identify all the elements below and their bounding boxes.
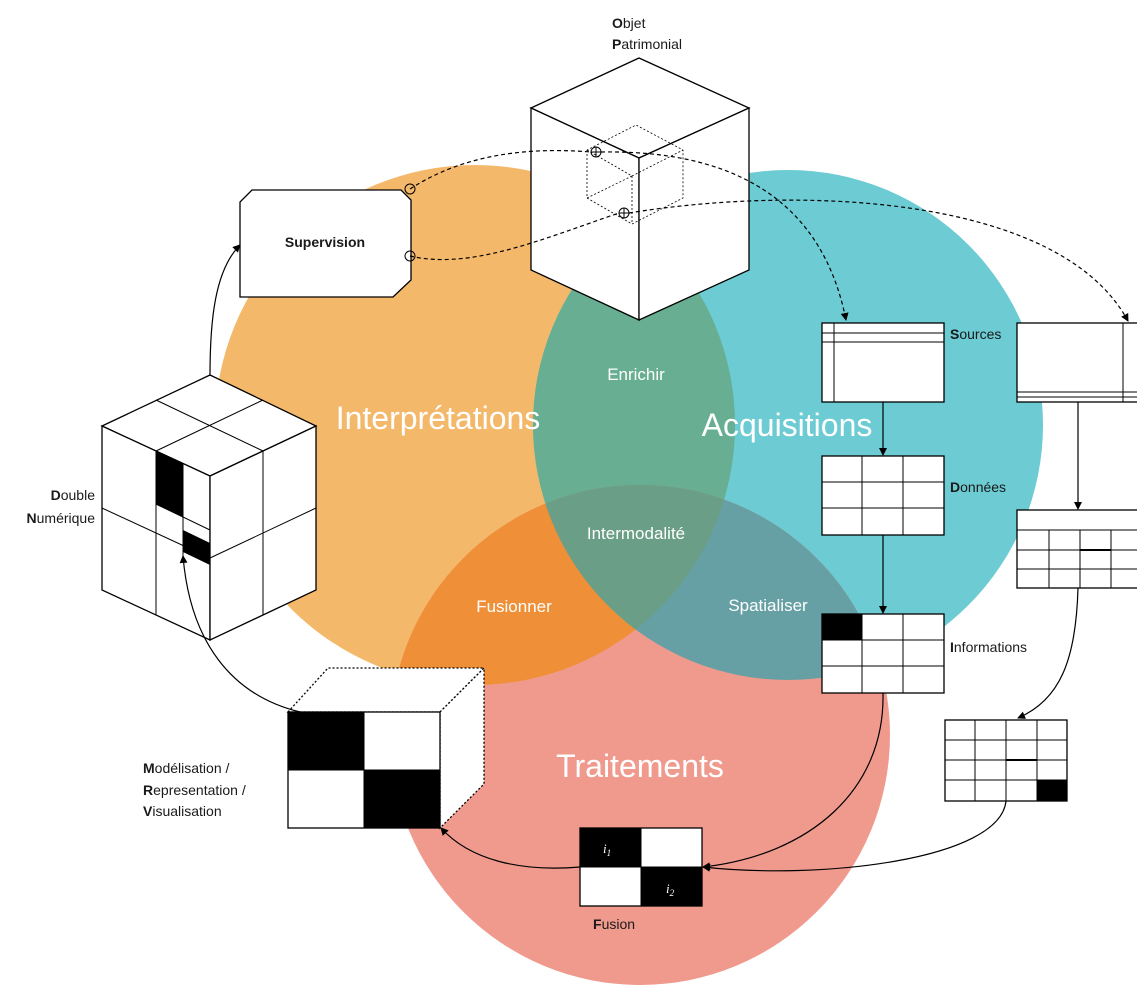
link-objet-to-second-sources [628,199,1129,322]
supervision-box [239,183,416,298]
modelisation-cube [286,666,486,830]
label-informations: Informations [950,639,1027,655]
label-donnees: Données [950,479,1006,495]
arrow-third-grid-to-fusion [702,800,1007,872]
label-spatialiser: Spatialiser [728,596,808,615]
arrow-modelisation-to-double [179,555,301,713]
overlap-interpretations-traitements [390,485,735,685]
label-visualisation: Visualisation [143,803,222,819]
label-modelisation: Modélisation / [143,760,229,776]
fusion-grid [579,827,703,907]
label-interpretations: Interprétations [336,400,541,436]
crosshair-icon [590,146,602,158]
donnees-table [821,455,945,536]
link-objet-to-sources [600,151,849,321]
label-objet: Objet [612,15,646,31]
fusion-i1: i1 [603,841,611,858]
fusion-i2: i2 [666,881,675,898]
third-data-table [944,719,1068,802]
label-enrichir: Enrichir [607,365,665,384]
label-intermodalite: Intermodalité [587,524,685,543]
label-numerique: Numérique [27,510,96,526]
second-sources-table [1016,322,1137,403]
informations-table [821,613,945,694]
link-supervision-to-objet-bottom [409,212,620,261]
objet-patrimonial-cube [529,57,751,322]
arrow-fusion-to-modelisation [440,827,581,869]
label-sources: Sources [950,326,1001,342]
link-supervision-to-objet-top [409,149,592,190]
label-representation: Representation / [143,782,246,798]
label-double: Double [51,487,96,503]
overlap-acquisitions-traitements [533,485,890,680]
arrow-second-data-to-grid [1017,587,1079,719]
label-fusionner: Fusionner [476,597,552,616]
label-traitements: Traitements [556,748,724,784]
label-fusion: Fusion [593,916,635,932]
label-patrimonial: Patrimonial [612,36,682,52]
arrow-double-to-supervision [209,244,241,376]
label-supervision: Supervision [285,234,365,250]
double-numerique-cube [100,374,318,642]
label-acquisitions: Acquisitions [702,407,873,443]
sources-table [821,322,945,403]
arrow-informations-to-fusion [702,692,884,871]
second-data-table [1016,509,1137,589]
crosshair-icon [618,207,630,219]
